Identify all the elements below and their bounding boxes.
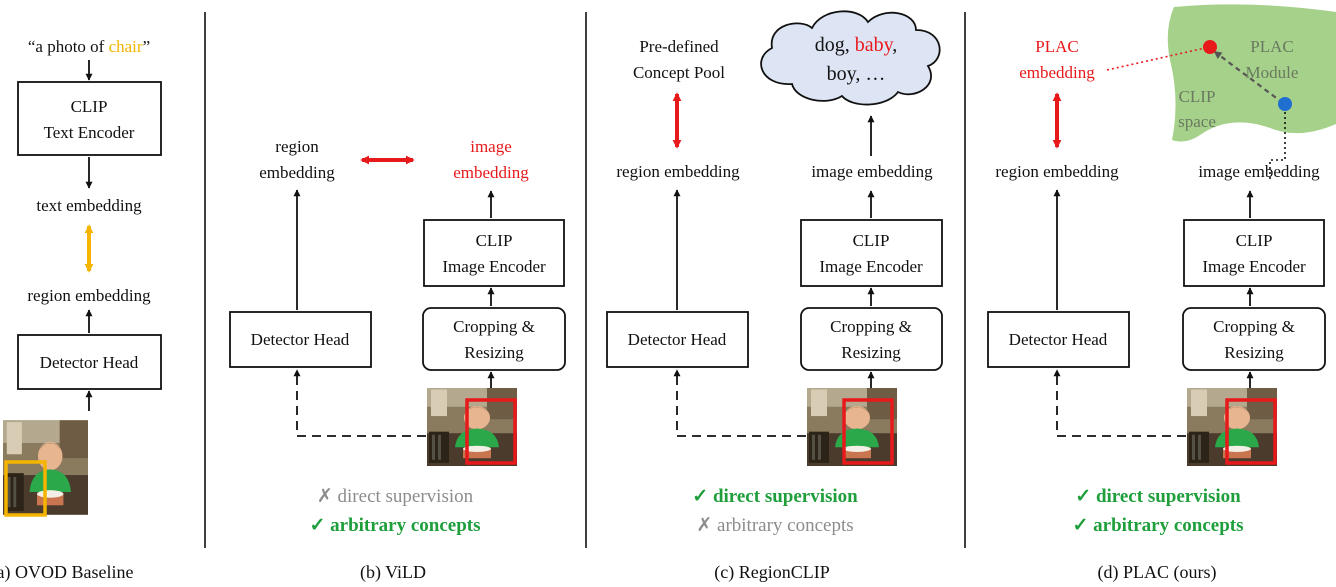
plac-embedding-line1: PLAC — [1035, 37, 1078, 56]
cropping-resizing-box — [1182, 307, 1326, 371]
image-embedding-label: image embedding — [811, 162, 933, 181]
caption-a: (a) OVOD Baseline — [0, 562, 133, 583]
chair-region-box — [4, 460, 47, 517]
clip-text-encoder-box — [17, 81, 162, 156]
supervision-status-1: ✓ direct supervision — [1075, 486, 1241, 507]
image-embedding-point — [1278, 97, 1292, 111]
image-embedding-line1: image — [470, 137, 512, 156]
concept-pool-line1: Pre-defined — [639, 37, 719, 56]
region-embedding-line2: embedding — [259, 163, 335, 182]
caption-c: (c) RegionCLIP — [714, 562, 829, 583]
cropping-line2: Resizing — [841, 343, 901, 362]
image-embedding-label: image embedding — [1198, 162, 1320, 181]
region-embedding-label: region embedding — [995, 162, 1119, 181]
panel-b: region embedding image embedding Detecto… — [229, 137, 566, 583]
plac-module-line2: Module — [1246, 63, 1299, 82]
image-embedding-line2: embedding — [453, 163, 529, 182]
crop-region-box — [1225, 398, 1277, 465]
detector-head-label: Detector Head — [251, 330, 350, 349]
cloud-highlight-word: baby — [855, 34, 894, 56]
detector-head-box — [606, 311, 749, 368]
clip-text-encoder-line1: CLIP — [71, 97, 108, 116]
caption-b: (b) ViLD — [360, 562, 426, 583]
detector-head-box — [987, 311, 1130, 368]
caption-d: (d) PLAC (ours) — [1098, 562, 1217, 583]
plac-module-line1: PLAC — [1250, 37, 1293, 56]
region-embedding-label: region embedding — [27, 286, 151, 305]
panel-d: PLAC embedding PLAC Module CLIP space re… — [987, 4, 1336, 583]
supervision-status-1: ✗ direct supervision — [317, 486, 474, 507]
clip-space-region — [1167, 4, 1336, 142]
detector-head-box — [17, 334, 162, 390]
clip-image-encoder-line2: Image Encoder — [442, 257, 546, 276]
clip-text-encoder-line2: Text Encoder — [44, 123, 135, 142]
supervision-status-2: ✓ arbitrary concepts — [309, 515, 480, 536]
clip-image-encoder-line1: CLIP — [853, 231, 890, 250]
cropping-line1: Cropping & — [830, 317, 912, 336]
prompt-text: “a photo of chair” — [28, 37, 150, 56]
region-embedding-line1: region — [275, 137, 319, 156]
clip-image-encoder-box — [1183, 219, 1325, 287]
supervision-status-2: ✓ arbitrary concepts — [1072, 515, 1243, 536]
clip-image-encoder-box — [423, 219, 565, 287]
concept-pool-line2: Concept Pool — [633, 63, 725, 82]
detector-head-label: Detector Head — [628, 330, 727, 349]
clip-image-encoder-line1: CLIP — [1236, 231, 1273, 250]
cropping-resizing-box — [422, 307, 566, 371]
supervision-status-2: ✗ arbitrary concepts — [696, 515, 853, 536]
clip-image-encoder-line1: CLIP — [476, 231, 513, 250]
panel-a: “a photo of chair” CLIP Text Encoder tex… — [0, 37, 162, 583]
cropping-line1: Cropping & — [1213, 317, 1295, 336]
plac-embedding-line2: embedding — [1019, 63, 1095, 82]
clip-image-encoder-line2: Image Encoder — [819, 257, 923, 276]
concept-cloud — [760, 10, 941, 106]
detector-head-label: Detector Head — [40, 353, 139, 372]
clip-space-line2: space — [1178, 112, 1216, 131]
clip-image-encoder-box — [800, 219, 943, 287]
cropping-line2: Resizing — [464, 343, 524, 362]
cloud-text-line2: boy, … — [827, 63, 886, 85]
cloud-text-line1: dog, baby, — [815, 34, 898, 56]
cropping-line2: Resizing — [1224, 343, 1284, 362]
region-embedding-label: region embedding — [616, 162, 740, 181]
clip-image-encoder-line2: Image Encoder — [1202, 257, 1306, 276]
image-to-space-connector — [1269, 112, 1286, 180]
panel-c: Pre-defined Concept Pool dog, baby, boy,… — [606, 10, 943, 583]
cropping-line1: Cropping & — [453, 317, 535, 336]
plac-embedding-point — [1203, 40, 1217, 54]
prompt-highlight-word: chair — [109, 37, 143, 56]
detector-head-label: Detector Head — [1009, 330, 1108, 349]
cropping-resizing-box — [800, 307, 943, 371]
clip-space-line1: CLIP — [1179, 87, 1216, 106]
crop-region-box — [465, 398, 517, 465]
text-embedding-label: text embedding — [36, 196, 142, 215]
detector-head-box — [229, 311, 372, 368]
crop-region-box — [842, 398, 894, 465]
plac-projection-line — [1106, 47, 1206, 71]
supervision-status-1: ✓ direct supervision — [692, 486, 858, 507]
